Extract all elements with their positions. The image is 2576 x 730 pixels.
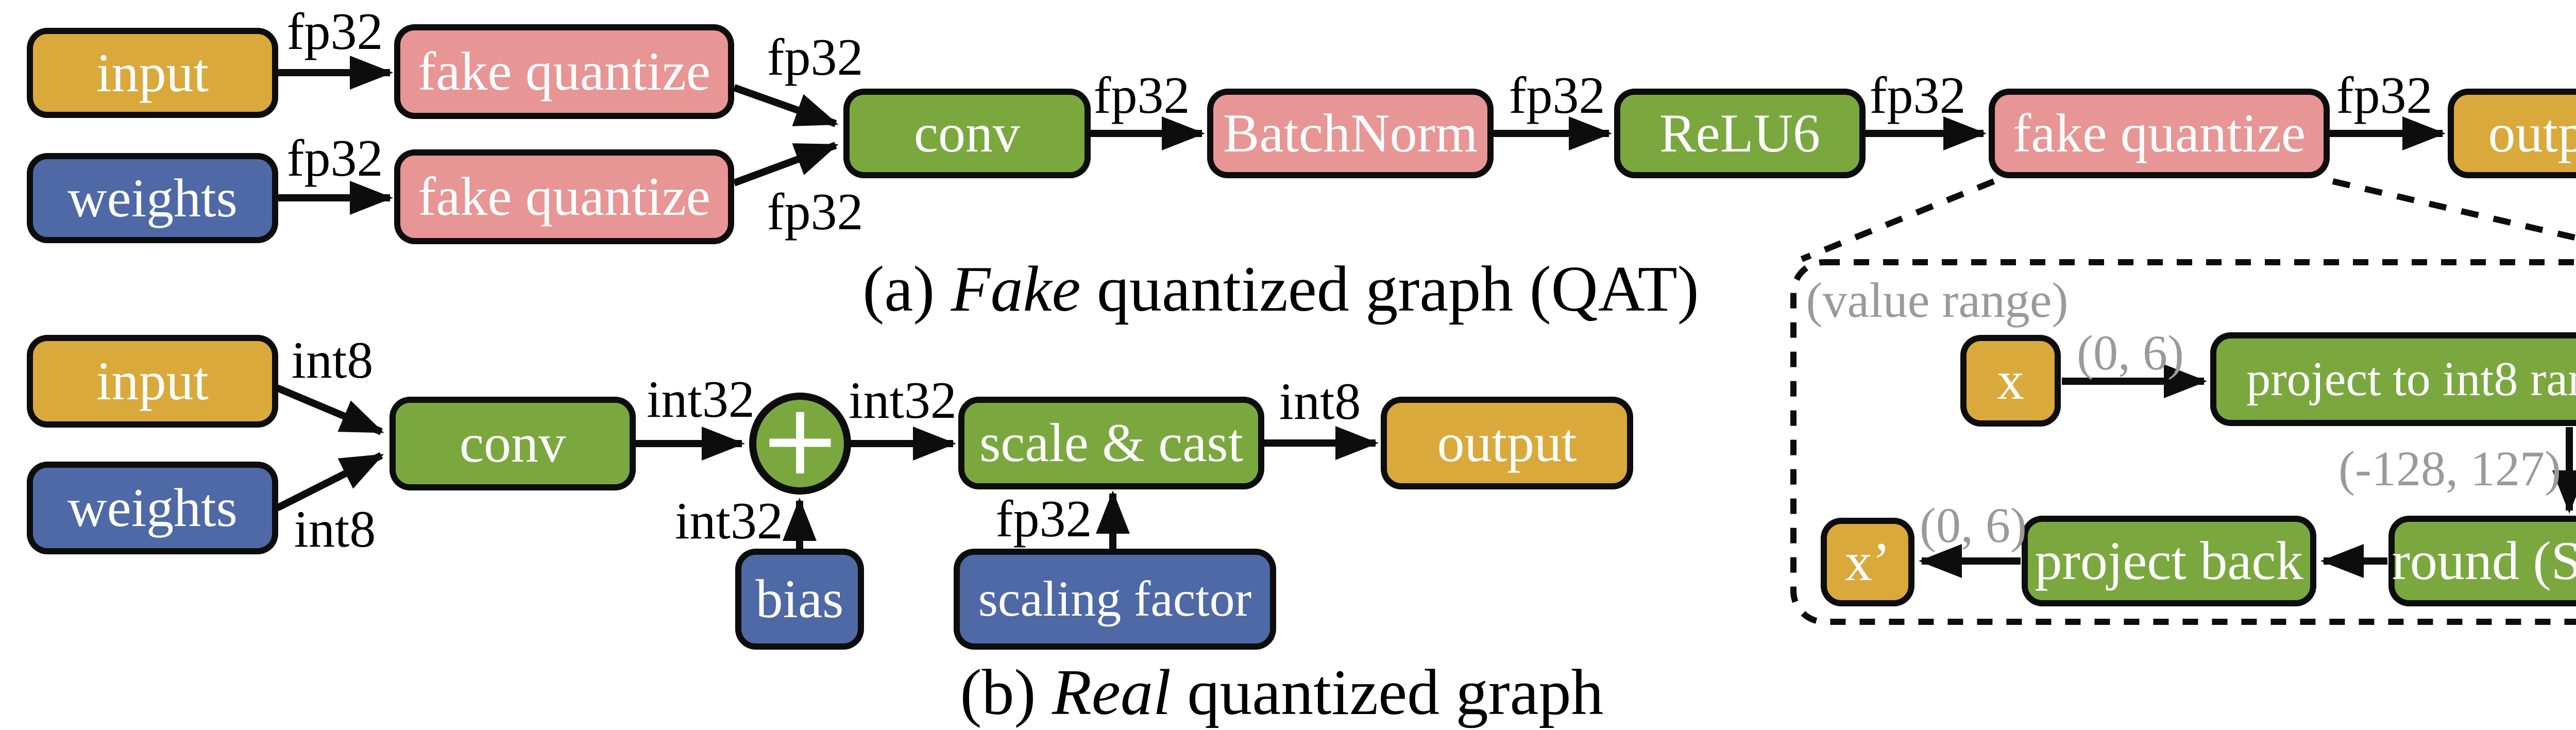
caption-a-prefix: (a) <box>862 253 951 325</box>
node-fake-quantize-weights-a: fake quantize <box>394 149 734 244</box>
node-weights-a: weights <box>27 153 278 243</box>
dashed-connector-right <box>2332 178 2576 241</box>
edge-label-int32-conv: int32 <box>647 370 755 429</box>
edge-label-fp32-conv: fp32 <box>1093 66 1190 125</box>
caption-b-italic: Real <box>1052 657 1171 728</box>
node-conv-a: conv <box>843 89 1091 178</box>
arrow-a-fqweights-conv <box>733 142 839 186</box>
edge-label-fp32-input: fp32 <box>286 3 383 61</box>
edge-label-fp32-scalingfactor: fp32 <box>995 490 1092 548</box>
node-round-ste: round (STE) <box>2388 516 2576 606</box>
arrow-b-input-conv <box>276 384 384 435</box>
dashed-connector-left <box>1800 178 1995 262</box>
edge-label-fp32-fqout: fp32 <box>2336 66 2433 125</box>
node-scaling-factor-b: scaling factor <box>954 549 1276 650</box>
edge-label-fp32-fqweights: fp32 <box>767 183 863 241</box>
node-x-prime: x’ <box>1821 518 1914 606</box>
node-conv-b: conv <box>389 397 636 490</box>
edge-label-fp32-weights: fp32 <box>286 129 383 188</box>
node-add-b: + <box>749 391 851 495</box>
edge-label-fp32-batchnorm: fp32 <box>1509 66 1605 125</box>
panel-title-value-range: (value range) <box>1806 273 2069 328</box>
caption-a-italic: Fake <box>951 253 1081 325</box>
node-relu6-a: ReLU6 <box>1614 89 1866 178</box>
node-input-b: input <box>27 335 278 428</box>
panel-dashed-border <box>1790 259 2576 625</box>
caption-b-prefix: (b) <box>960 657 1052 728</box>
arrow-b-weights-conv <box>275 452 384 512</box>
edge-label-range-0-6-bottom: (0, 6) <box>1920 498 2027 553</box>
node-x: x <box>1960 335 2061 427</box>
node-batchnorm-a: BatchNorm <box>1207 89 1494 178</box>
edge-label-range-0-6-top: (0, 6) <box>2077 325 2184 380</box>
caption-a-suffix: quantized graph (QAT) <box>1080 253 1699 325</box>
edge-label-fp32-fqinput: fp32 <box>767 28 863 87</box>
caption-b: (b) Real quantized graph <box>960 660 1604 725</box>
edge-label-int8-input: int8 <box>291 331 374 389</box>
node-fake-quantize-input-a: fake quantize <box>394 24 734 119</box>
edge-label-int8-scalecast: int8 <box>1279 372 1361 431</box>
edge-label-int32-bias: int32 <box>675 492 783 550</box>
edge-label-range-int8: (-128, 127) <box>2338 441 2561 496</box>
node-fake-quantize-output-a: fake quantize <box>1989 89 2330 178</box>
edge-label-int8-weights: int8 <box>294 500 376 558</box>
node-input-a: input <box>27 28 278 118</box>
node-output-a: output <box>2448 89 2576 178</box>
node-project-back: project back <box>2022 516 2316 606</box>
node-scale-cast-b: scale & cast <box>958 397 1264 489</box>
caption-a: (a) Fake quantized graph (QAT) <box>862 257 1699 322</box>
edge-label-fp32-relu6: fp32 <box>1869 66 1966 125</box>
node-weights-b: weights <box>27 462 278 554</box>
caption-b-suffix: quantized graph <box>1171 657 1604 728</box>
node-output-b: output <box>1381 397 1633 489</box>
node-bias-b: bias <box>735 549 864 650</box>
node-project-to-int8-range: project to int8 range <box>2210 332 2576 426</box>
edge-label-int32-add: int32 <box>849 371 957 430</box>
arrow-a-fqinput-conv <box>733 84 839 127</box>
